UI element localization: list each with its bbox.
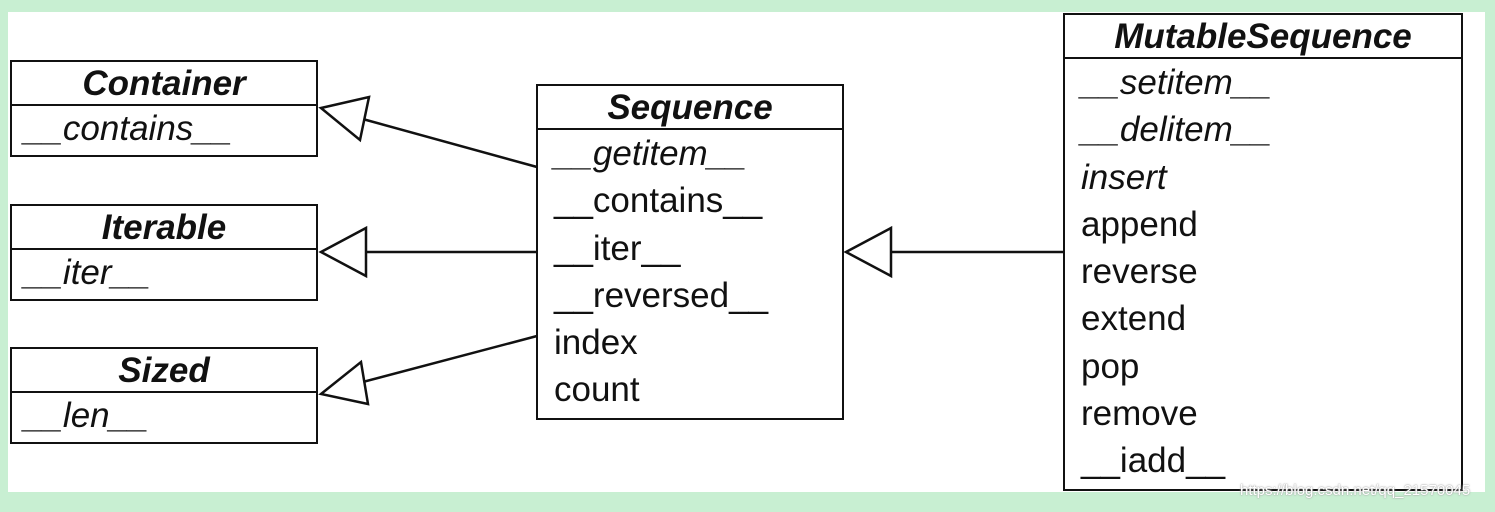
method-item: count [554, 370, 640, 410]
method-item: append [1081, 204, 1198, 244]
arrowhead-sized [318, 359, 370, 406]
method-item: __setitem__ [1081, 63, 1272, 102]
method-item: __reversed__ [554, 275, 769, 315]
class-sequence-methods: __getitem__ __contains__ __iter__ __reverse… [538, 130, 842, 414]
method-item: __iter__ [24, 253, 151, 292]
class-iterable: Iterable __iter__ [10, 204, 318, 301]
method-item: __delitem__ [1081, 110, 1272, 150]
method-item: __getitem__ [554, 134, 747, 173]
class-iterable-name: Iterable [12, 206, 316, 250]
method-item: __contains__ [24, 109, 233, 148]
class-sized: Sized __len__ [10, 347, 318, 444]
method-item: remove [1081, 394, 1198, 434]
method-item: __iter__ [554, 228, 681, 268]
class-sequence-name: Sequence [538, 86, 842, 130]
class-container: Container __contains__ [10, 60, 318, 157]
edge-sequence-sized [358, 334, 538, 385]
class-sequence: Sequence __getitem__ __contains__ __iter__… [536, 84, 844, 420]
arrowhead-iterable [318, 225, 368, 279]
method-item: insert [1081, 157, 1167, 197]
class-mutable-sequence: MutableSequence __setitem__ __delitem__in… [1063, 13, 1463, 491]
class-container-methods: __contains__ [12, 106, 316, 152]
edge-sequence-container [358, 116, 538, 169]
class-sized-name: Sized [12, 349, 316, 393]
arrowhead-sequence [843, 225, 893, 279]
method-item: __len__ [24, 396, 149, 435]
class-mutable-sequence-name: MutableSequence [1065, 15, 1461, 59]
method-item: pop [1081, 346, 1140, 386]
class-mutable-sequence-methods: __setitem__ __delitem__insert append revers… [1065, 59, 1461, 485]
method-item: extend [1081, 299, 1187, 339]
class-sized-methods: __len__ [12, 393, 316, 439]
method-item: index [554, 323, 638, 363]
method-item: __contains__ [554, 181, 763, 221]
watermark-text: https://blog.csdn.net/qq_21570045 [1240, 482, 1471, 499]
class-container-name: Container [12, 62, 316, 106]
arrowhead-container [318, 95, 371, 143]
class-iterable-methods: __iter__ [12, 250, 316, 296]
method-item: reverse [1081, 252, 1198, 292]
method-item: __iadd__ [1081, 441, 1226, 481]
